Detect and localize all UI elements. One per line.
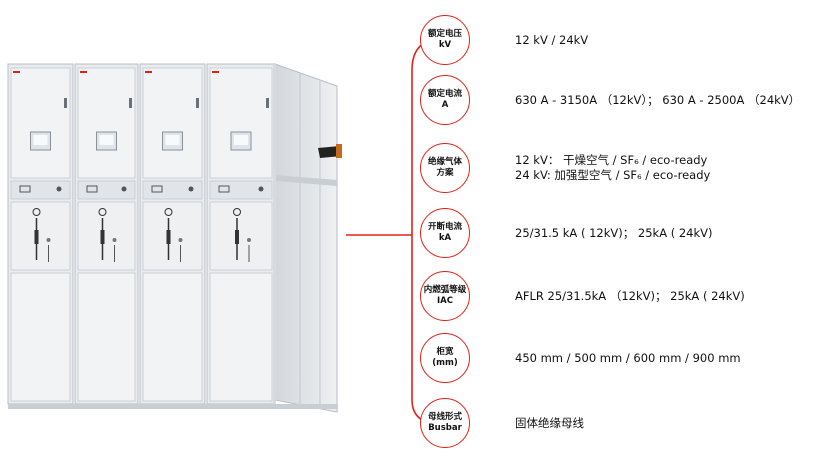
spec-value: AFLR 25/31.5kA （12kV)； 25kA ( 24kV): [515, 271, 745, 321]
door-handle-icon: [64, 98, 67, 108]
switchgear-cabinet-illustration: [7, 63, 342, 413]
spec-value-line: 25/31.5 kA ( 12kV)； 25kA ( 24kV): [515, 225, 713, 240]
door-handle-icon: [129, 98, 132, 108]
brand-mark-icon: [13, 71, 20, 73]
spec-label-unit: kA: [438, 233, 452, 243]
brand-mark-icon: [212, 71, 219, 73]
switch-knob-icon: [98, 208, 107, 216]
spec-value: 25/31.5 kA ( 12kV)； 25kA ( 24kV): [515, 208, 713, 258]
indicator-icon: [19, 185, 31, 193]
brand-mark-icon: [145, 71, 152, 73]
spec-label-unit: A: [441, 100, 449, 110]
indicator-icon: [86, 185, 98, 193]
spec-label-unit: IAC: [437, 296, 453, 306]
spec-label-unit: (mm): [432, 358, 458, 368]
spec-row-rated-voltage: 额定电压 kV 12 kV / 24kV: [0, 15, 831, 67]
spec-row-internal-arc-class: 内燃弧等级 IAC AFLR 25/31.5kA （12kV)； 25kA ( …: [0, 271, 831, 323]
spec-value-line: 12 kV / 24kV: [515, 32, 589, 47]
spec-value: 12 kV / 24kV: [515, 15, 588, 65]
cable-compartment-door: [209, 272, 273, 402]
cable-compartment-door: [142, 272, 203, 402]
spec-value-line: 24 kV: 加强型空气 / SF₆ / eco-ready: [515, 168, 711, 182]
spec-row-rated-current: 额定电流 A 630 A - 3150A （12kV）； 630 A - 250…: [0, 75, 831, 127]
spec-row-insulation-gas: 绝缘气体 方案 12 kV： 干燥空气 / SF₆ / eco-ready 24…: [0, 143, 831, 195]
lamp-icon: [258, 186, 264, 192]
lv-door: [10, 67, 71, 179]
cable-compartment-door: [10, 272, 71, 402]
spec-value-line: 12 kV： 干燥空气 / SF₆ / eco-ready: [515, 153, 708, 167]
lv-door: [77, 67, 136, 179]
lv-door: [209, 67, 273, 179]
spec-row-cabinet-width: 柜宽 (mm) 450 mm / 500 mm / 600 mm / 900 m…: [0, 333, 831, 385]
door-handle-icon: [266, 98, 269, 108]
spec-value-line: AFLR 25/31.5kA （12kV)； 25kA ( 24kV): [515, 288, 745, 303]
mechanism-panel: [142, 201, 203, 271]
spec-label-bubble: 内燃弧等级 IAC: [420, 271, 470, 321]
spec-label-bubble: 柜宽 (mm): [420, 333, 470, 383]
spec-label: 绝缘气体: [427, 157, 462, 167]
spec-label-bubble: 开断电流 kA: [420, 208, 470, 258]
lamp-icon: [121, 186, 127, 192]
lamp-icon: [188, 186, 194, 192]
indicator-icon: [151, 185, 163, 193]
spec-row-breaking-current: 开断电流 kA 25/31.5 kA ( 12kV)； 25kA ( 24kV): [0, 208, 831, 260]
spec-label-unit: kV: [438, 40, 452, 50]
switch-knob-icon: [164, 208, 173, 216]
mechanism-panel: [77, 201, 136, 271]
cable-compartment-door: [77, 272, 136, 402]
lv-door: [142, 67, 203, 179]
spec-value: 630 A - 3150A （12kV）； 630 A - 2500A （24k…: [515, 75, 800, 125]
spec-value-line: 固体绝缘母线: [515, 415, 584, 430]
switch-knob-icon: [233, 208, 241, 216]
spec-label-unit: 方案: [436, 168, 454, 178]
spec-label: 额定电流: [427, 89, 462, 99]
switch-knob-icon: [32, 208, 41, 216]
brand-mark-icon: [80, 71, 87, 73]
spec-label: 柜宽: [436, 347, 454, 357]
spec-label-unit: Busbar: [428, 423, 462, 433]
spec-value: 450 mm / 500 mm / 600 mm / 900 mm: [515, 333, 741, 383]
mechanism-panel: [10, 201, 71, 271]
spec-value-line: 630 A - 3150A （12kV）； 630 A - 2500A （24k…: [515, 92, 801, 107]
mechanism-panel: [209, 201, 273, 271]
spec-label-bubble: 母线形式 Busbar: [420, 398, 470, 448]
spec-label-bubble: 额定电压 kV: [420, 15, 470, 65]
spec-label-bubble: 绝缘气体 方案: [420, 143, 470, 193]
indicator-icon: [218, 185, 230, 193]
lamp-icon: [56, 186, 62, 192]
spec-value: 固体绝缘母线: [515, 398, 584, 448]
spec-row-busbar-type: 母线形式 Busbar 固体绝缘母线: [0, 398, 831, 450]
spec-label: 母线形式: [427, 412, 462, 422]
door-handle-icon: [196, 98, 199, 108]
spec-value: 12 kV： 干燥空气 / SF₆ / eco-ready 24 kV: 加强型…: [515, 143, 710, 193]
spec-value-line: 450 mm / 500 mm / 600 mm / 900 mm: [515, 350, 741, 365]
cabinet-panels: [7, 63, 276, 405]
spec-label: 内燃弧等级: [423, 285, 467, 295]
spec-label-bubble: 额定电流 A: [420, 75, 470, 125]
spec-label: 额定电压: [427, 29, 462, 39]
spec-label: 开断电流: [427, 222, 462, 232]
